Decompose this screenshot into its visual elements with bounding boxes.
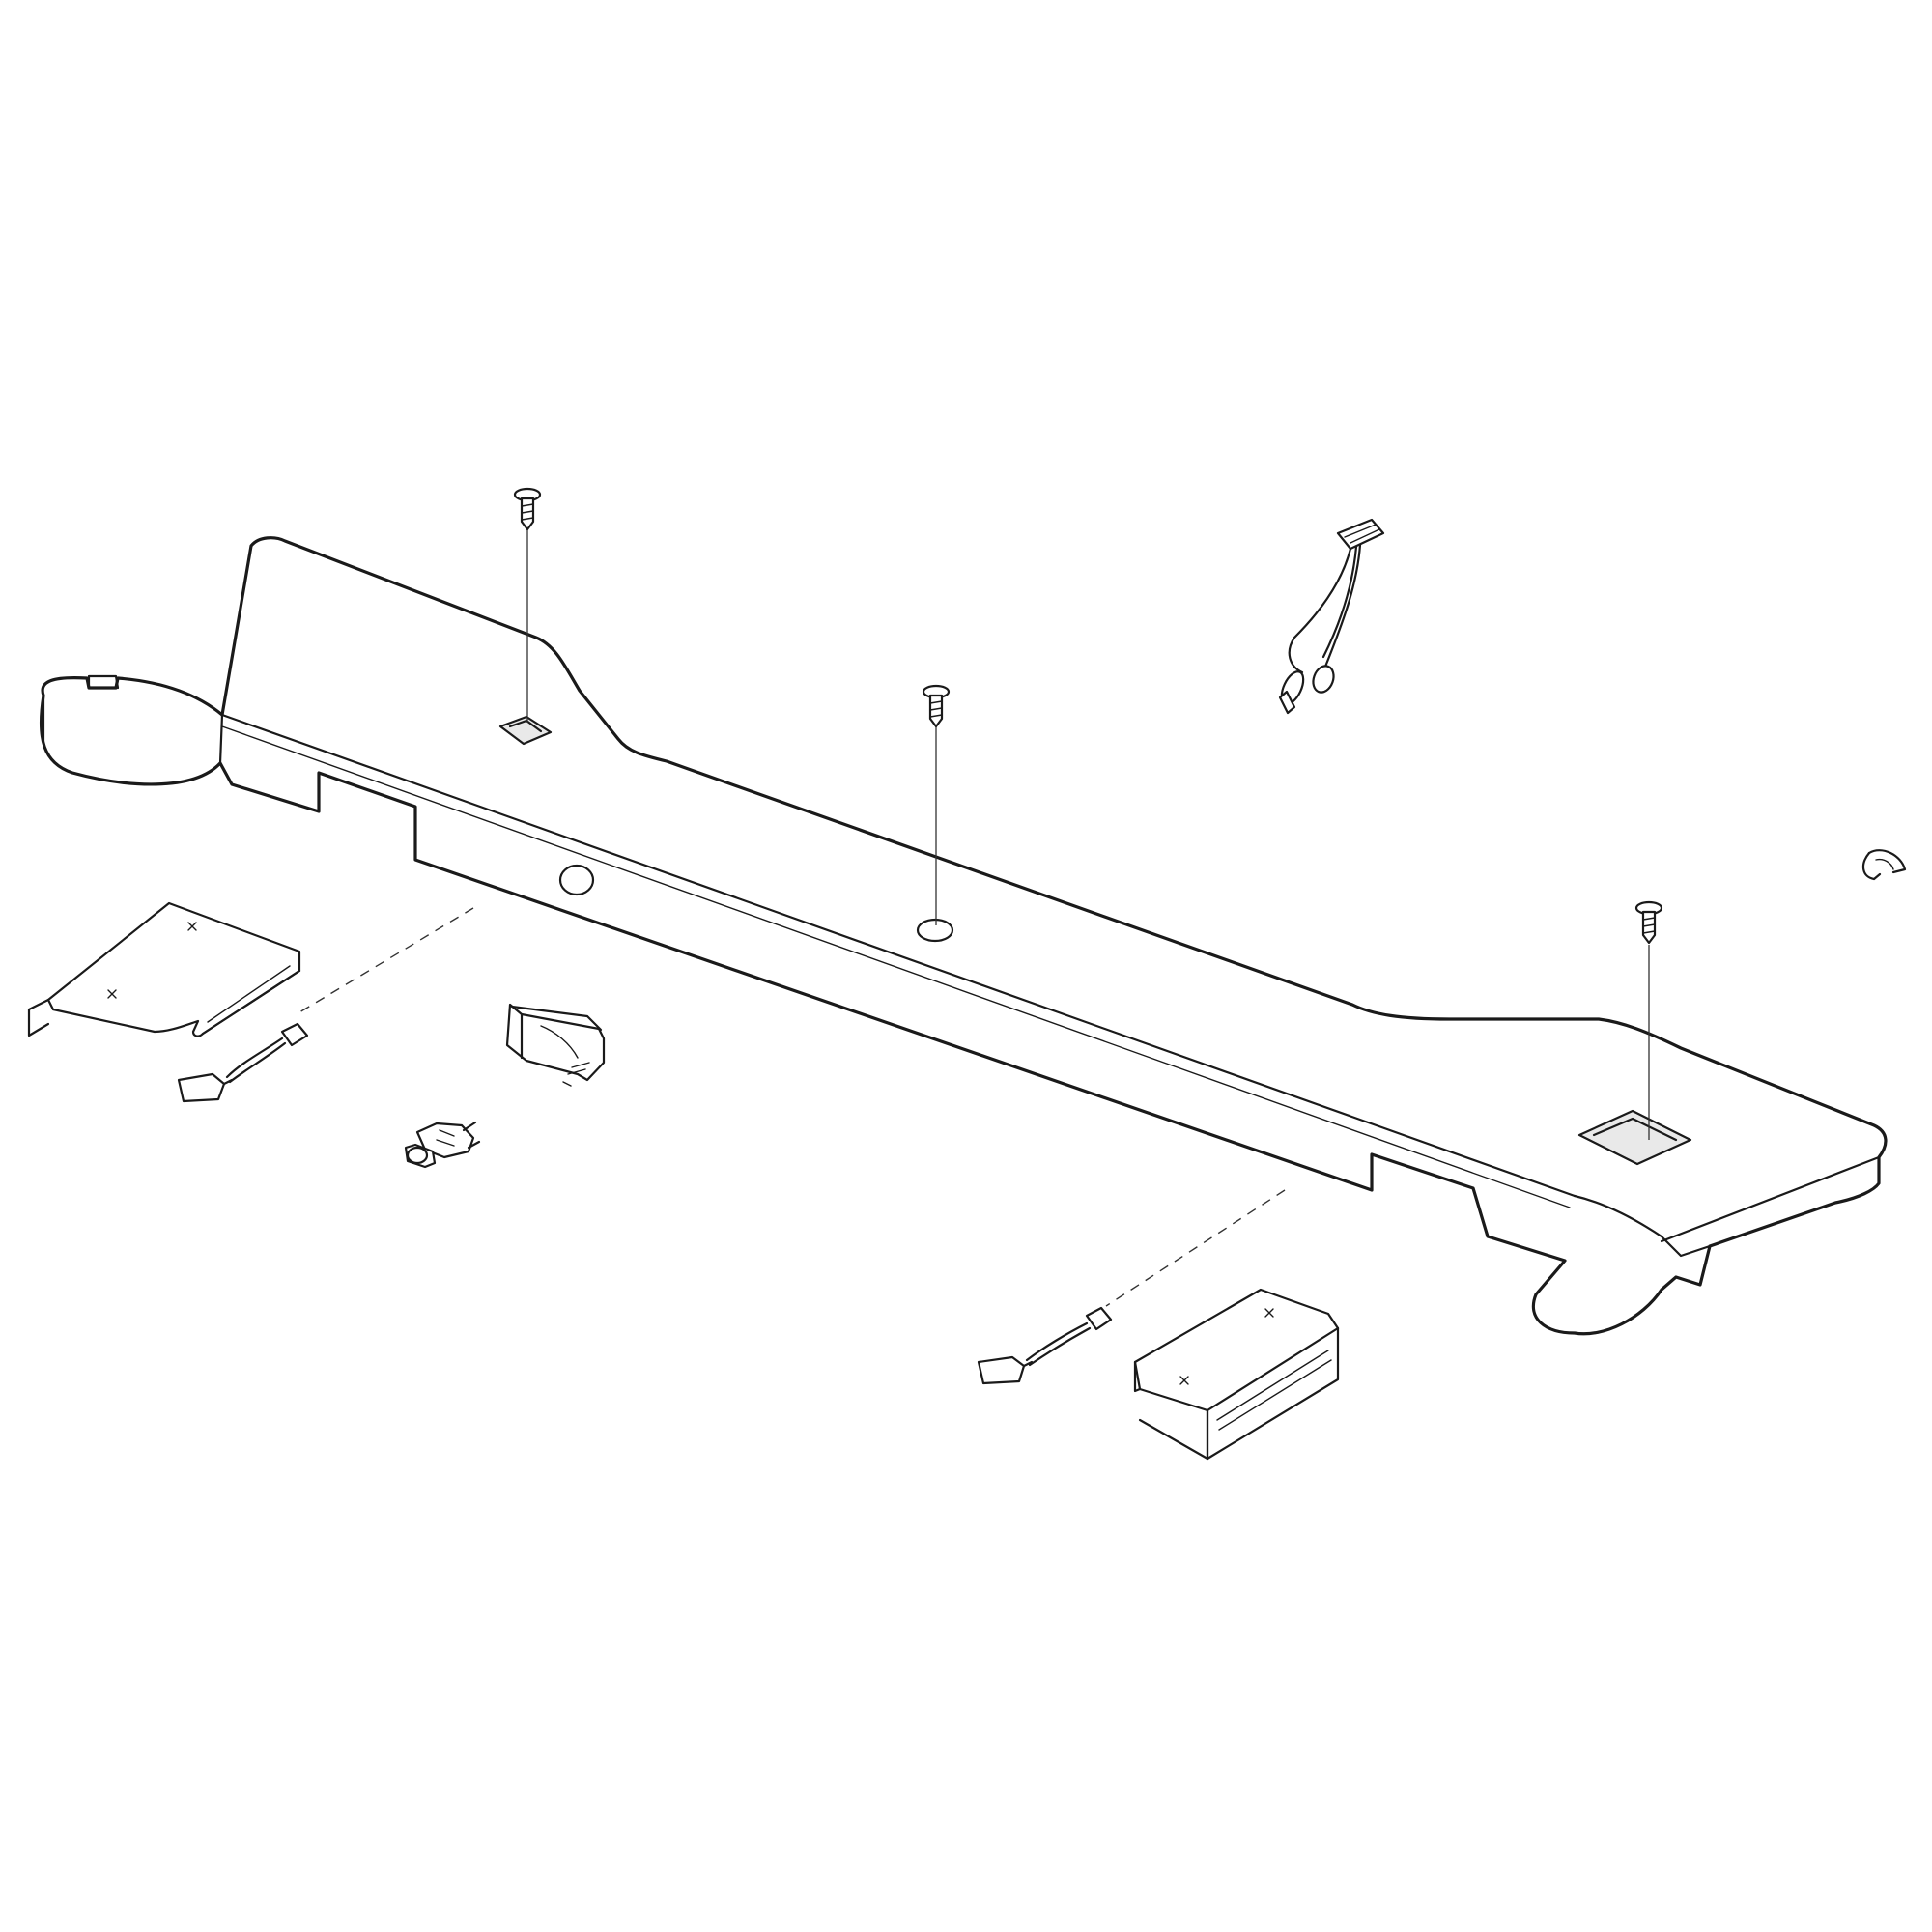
bracket-left [27,901,301,1037]
spring-clip [505,1003,606,1087]
sensor-lead-right [977,1306,1113,1385]
assembly-line-left [298,907,474,1013]
thermostat [404,1121,481,1169]
sensor-lead-left [177,1022,309,1103]
wire-harness [1278,518,1385,715]
screw-center [922,684,951,925]
mount-hole-right [1577,1109,1692,1166]
round-hole-top [916,918,954,943]
screw-right [1634,900,1663,1140]
clip [1861,849,1907,881]
assembly-line-right [1105,1189,1286,1307]
screw-left [513,487,542,723]
bracket-right [1133,1288,1340,1461]
base-channel [39,536,1888,1336]
mount-hole-left [498,715,553,746]
round-hole-front [558,864,595,896]
